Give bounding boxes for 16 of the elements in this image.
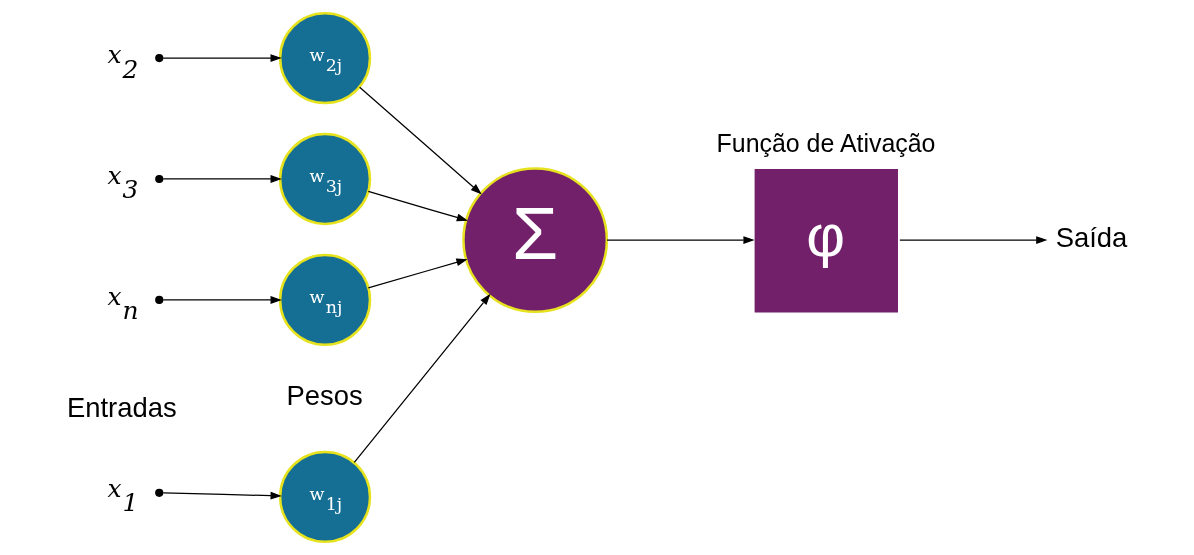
- arrow: [605, 236, 755, 245]
- arrow: [154, 295, 282, 305]
- node-text: Saída: [1055, 222, 1127, 254]
- arrow: [154, 488, 282, 500]
- node-circle: Σ: [461, 167, 608, 314]
- arrow: [154, 53, 282, 63]
- arrow: [898, 236, 1047, 245]
- arrow: [367, 258, 468, 289]
- node-label: Função de Ativação: [716, 128, 935, 157]
- arrow: [154, 174, 282, 184]
- arrow: [358, 86, 482, 195]
- label: Entradas: [66, 391, 177, 423]
- arrow: [367, 190, 468, 222]
- arrow: [353, 293, 490, 463]
- label: Pesos: [285, 380, 363, 412]
- node-box: φ: [754, 169, 898, 313]
